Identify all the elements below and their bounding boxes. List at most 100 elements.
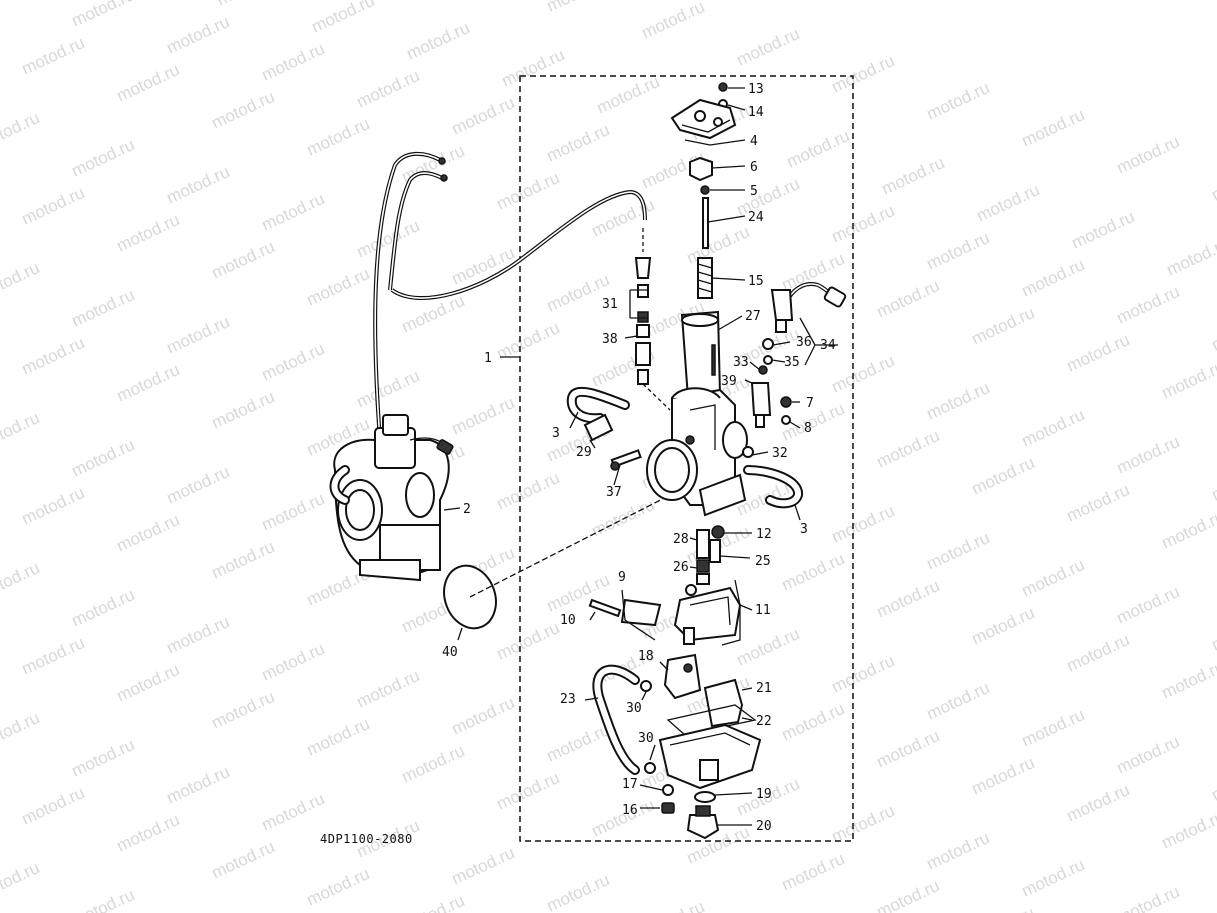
clip-30-lower	[644, 762, 656, 774]
nut-6	[689, 156, 713, 182]
watermark-text: motod.ru	[494, 768, 563, 814]
oring-32	[742, 446, 754, 458]
watermark-text: motod.ru	[209, 387, 278, 433]
label-19: 19	[756, 787, 772, 802]
watermark-text: motod.ru	[1209, 159, 1217, 205]
hose-3-lower	[743, 465, 803, 509]
watermark-text: motod.ru	[924, 528, 993, 574]
label-14: 14	[748, 105, 764, 120]
watermark-text: motod.ru	[1019, 255, 1088, 301]
watermark-text: motod.ru	[259, 789, 328, 835]
watermark-text: motod.ru	[969, 303, 1038, 349]
pin-10	[588, 598, 622, 618]
clip-30-upper	[640, 680, 652, 692]
watermark-text: motod.ru	[164, 162, 233, 208]
watermark-text: motod.ru	[399, 741, 468, 787]
part-labels: 13 14 4 6 5 24 15 27 31 38 1 36 34 33 35…	[442, 82, 836, 834]
watermark-text: motod.ru	[1019, 405, 1088, 451]
watermark-text: motod.ru	[69, 135, 138, 181]
watermark-text: motod.ru	[19, 483, 88, 529]
clip-5	[700, 185, 710, 195]
watermark-text: motod.ru	[1064, 480, 1133, 526]
watermark-text: motod.ru	[449, 843, 518, 889]
watermark-text: motod.ru	[969, 753, 1038, 799]
watermark-text: motod.ru	[1064, 330, 1133, 376]
label-23: 23	[560, 692, 576, 707]
watermark-text: motod.ru	[164, 12, 233, 58]
watermark-text: motod.ru	[114, 660, 183, 706]
watermark-text: motod.ru	[494, 618, 563, 664]
watermark-text: motod.ru	[304, 864, 373, 910]
label-12: 12	[756, 527, 772, 542]
watermark-text: motod.ru	[734, 24, 803, 70]
label-35: 35	[784, 355, 800, 370]
watermark-text: motod.ru	[1019, 555, 1088, 601]
label-22: 22	[756, 714, 772, 729]
watermark-text: motod.ru	[1019, 855, 1088, 901]
watermark-text: motod.ru	[1114, 882, 1183, 913]
watermark-text: motod.ru	[1209, 609, 1217, 655]
drain-plug-20	[686, 805, 720, 840]
watermark-text: motod.ru	[494, 168, 563, 214]
watermark-text: motod.ru	[304, 714, 373, 760]
watermark-text: motod.ru	[164, 612, 233, 658]
label-36: 36	[796, 335, 812, 350]
label-38: 38	[602, 332, 618, 347]
watermark-text: motod.ru	[494, 468, 563, 514]
label-5: 5	[750, 184, 758, 199]
main-carburetor-body	[646, 387, 748, 517]
watermark-text: motod.ru	[974, 180, 1043, 226]
watermark-text: motod.ru	[779, 249, 848, 295]
watermark-text: motod.ru	[449, 393, 518, 439]
watermark-text: motod.ru	[829, 201, 898, 247]
part-21	[703, 678, 744, 728]
part-18	[663, 653, 702, 700]
watermark-text: motod.ru	[69, 0, 138, 31]
label-15: 15	[748, 274, 764, 289]
label-37: 37	[606, 485, 622, 500]
cap-40	[443, 484, 691, 630]
watermark-text: motod.ru	[924, 228, 993, 274]
watermark-text: motod.ru	[114, 360, 183, 406]
throttle-valve-27	[680, 310, 722, 400]
watermark-text: motod.ru	[1069, 207, 1138, 253]
clamp-29	[583, 413, 614, 442]
watermark-text: motod.ru	[19, 183, 88, 229]
label-33: 33	[733, 355, 749, 370]
cable-adjuster-31-38	[634, 228, 671, 411]
watermark-text: motod.ru	[259, 189, 328, 235]
watermark-text: motod.ru	[449, 93, 518, 139]
watermark-text: motod.ru	[1019, 105, 1088, 151]
watermark-text: motod.ru	[1064, 780, 1133, 826]
watermark-text: motod.ru	[259, 339, 328, 385]
watermark-text: motod.ru	[114, 810, 183, 856]
diagram-code: 4DP1100-2080	[320, 832, 413, 846]
watermark-text: motod.ru	[1164, 234, 1217, 280]
watermark-text: motod.ru	[209, 537, 278, 583]
assembled-carburetor	[329, 414, 454, 582]
oring-19	[694, 791, 716, 803]
watermark-text: motod.ru	[354, 66, 423, 112]
watermark-text: motod.ru	[1209, 459, 1217, 505]
jet-28-25-26	[685, 529, 721, 596]
label-18: 18	[638, 649, 654, 664]
label-25: 25	[755, 554, 771, 569]
watermark-text: motod.ru	[784, 126, 853, 172]
watermark-text: motod.ru	[874, 726, 943, 772]
watermark-text: motod.ru	[0, 408, 42, 454]
label-10: 10	[560, 613, 576, 628]
watermark-text: motod.ru	[1114, 582, 1183, 628]
label-3-upper: 3	[552, 426, 560, 441]
watermark-text: motod.ru	[354, 666, 423, 712]
screw-37	[610, 449, 642, 471]
watermark-text: motod.ru	[1159, 507, 1217, 553]
watermark-text: motod.ru	[924, 678, 993, 724]
watermark-text: motod.ru	[0, 108, 42, 154]
label-30-upper: 30	[626, 701, 642, 716]
label-17: 17	[622, 777, 638, 792]
watermark-text: motod.ru	[924, 78, 993, 124]
needle-valve	[683, 627, 695, 645]
watermark-text: motod.ru	[114, 210, 183, 256]
watermark-text: motod.ru	[1159, 807, 1217, 853]
